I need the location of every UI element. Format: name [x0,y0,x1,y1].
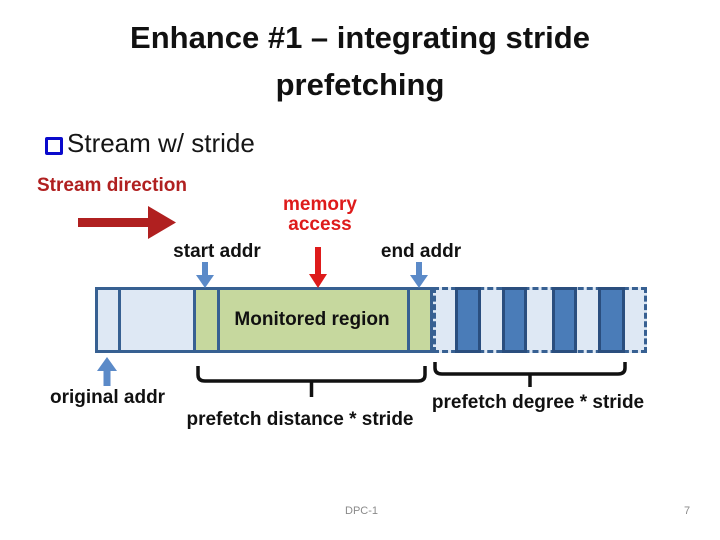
bar-divider [193,290,196,350]
prefetch-distance-label: prefetch distance * stride [186,409,414,430]
open-square-bullet-icon [45,137,63,155]
end-addr-arrow [410,262,428,288]
monitored-region-label: Monitored region [234,309,390,330]
bar-divider [217,290,220,350]
original-addr-label: original addr [50,387,166,408]
prefetch-block [502,287,527,353]
prefetch-block [552,287,577,353]
bar-divider [118,290,121,350]
memory-bar-prefetch-section [433,287,647,353]
memory-access-label: memory access [283,194,357,235]
memory-access-arrow [309,247,327,288]
slide-title: Enhance #1 – integrating stride prefetch… [130,20,590,102]
end-addr-label: end addr [380,241,462,262]
memory-bar-monitored-section: Monitored region [95,287,433,353]
prefetch-degree-label: prefetch degree * stride [431,392,645,413]
stream-direction-arrow [78,206,176,239]
prefetch-block [598,287,625,353]
prefetch-block [455,287,481,353]
prefetch-degree-brace [433,362,627,387]
monitored-region-background [193,290,430,350]
footer-conference-label: DPC-1 [345,505,379,517]
start-addr-label: start addr [173,241,261,262]
bar-divider [407,290,410,350]
stream-direction-label: Stream direction [37,175,187,196]
start-addr-arrow [196,262,214,288]
bullet-text: Stream w/ stride [67,128,255,158]
slide-page-number: 7 [684,505,691,517]
original-addr-arrow [97,357,117,386]
